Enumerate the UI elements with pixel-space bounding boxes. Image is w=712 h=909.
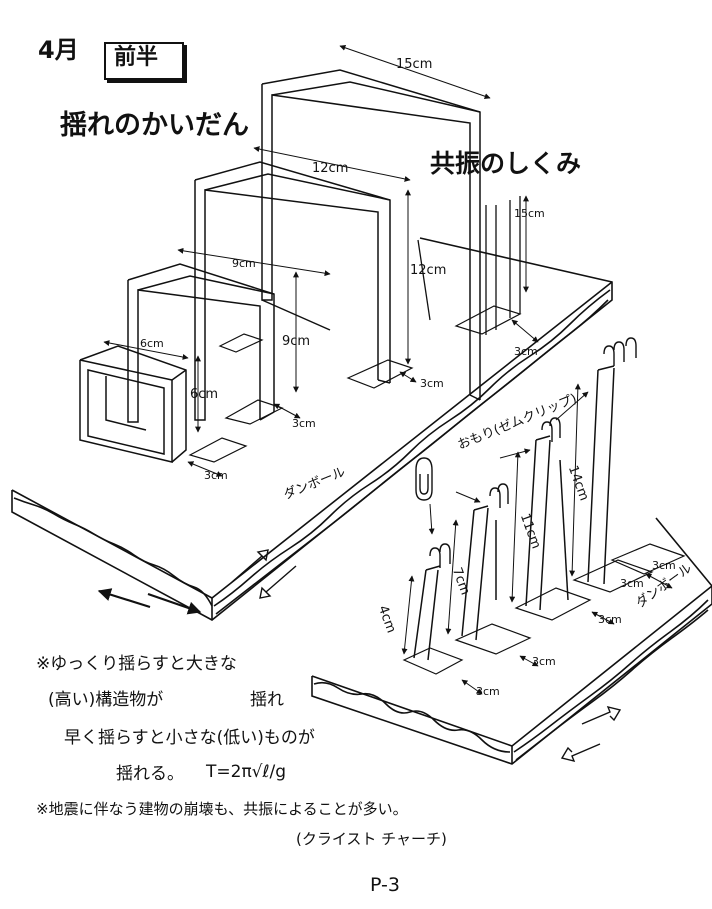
right-shake-arrows [560,705,622,763]
page-number: P-3 [370,874,400,896]
title-right: 共振のしくみ [430,149,582,178]
depth-label-left-2: 3cm [292,417,316,430]
note-line-4a: 揺れる。 [116,764,184,784]
height-label-12: 12cm [410,263,447,278]
paperclip-weights [415,337,637,568]
depth-label-right-4: 3cm [476,685,500,698]
depth-label-left-3: 3cm [420,377,444,390]
post-height-label-15: 15cm [514,207,545,220]
term-box [104,42,184,80]
width-label-12: 12cm [312,161,349,176]
depth-label-right-1: 3cm [652,559,676,572]
depth-label-left-1: 3cm [204,469,228,482]
width-label-9: 9cm [232,257,256,270]
depth-label-right-top: 3cm [514,345,538,358]
note-line-1: ※ゆっくり揺らすと大きな [36,654,237,674]
right-slots [402,543,686,675]
note-line-2a: (高い)構造物が [48,690,164,710]
height-label-9: 9cm [282,334,311,349]
depth-label-right-3: 3cm [532,655,556,668]
note-line-6: (クライスト チャーチ) [296,830,447,848]
formula: T=2π√ℓ/g [206,762,287,782]
width-label-15: 15cm [396,57,433,72]
height-label-6: 6cm [190,387,219,402]
dimension-lines-right [401,383,673,695]
term-label: 前半 [114,45,159,70]
depth-label-right-2: 3cm [598,613,622,626]
left-shake-arrows [97,549,297,615]
title-left: 揺れのかいだん [60,110,249,141]
month-label: 4月 [38,36,79,64]
resonance-posts [413,365,615,661]
dimension-lines-left [103,44,539,477]
note-line-2b: 揺れ [250,690,284,710]
background-posts [417,196,521,335]
width-label-6: 6cm [140,337,164,350]
note-line-3: 早く揺らすと小さな(低い)ものが [64,728,315,748]
right-cardboard-base [311,517,712,765]
note-line-5: ※地震に伴なう建物の崩壊も、共振によることが多い。 [36,800,408,818]
left-cardboard-base [11,237,613,621]
depth-label-right-5: 3cm [620,577,644,590]
